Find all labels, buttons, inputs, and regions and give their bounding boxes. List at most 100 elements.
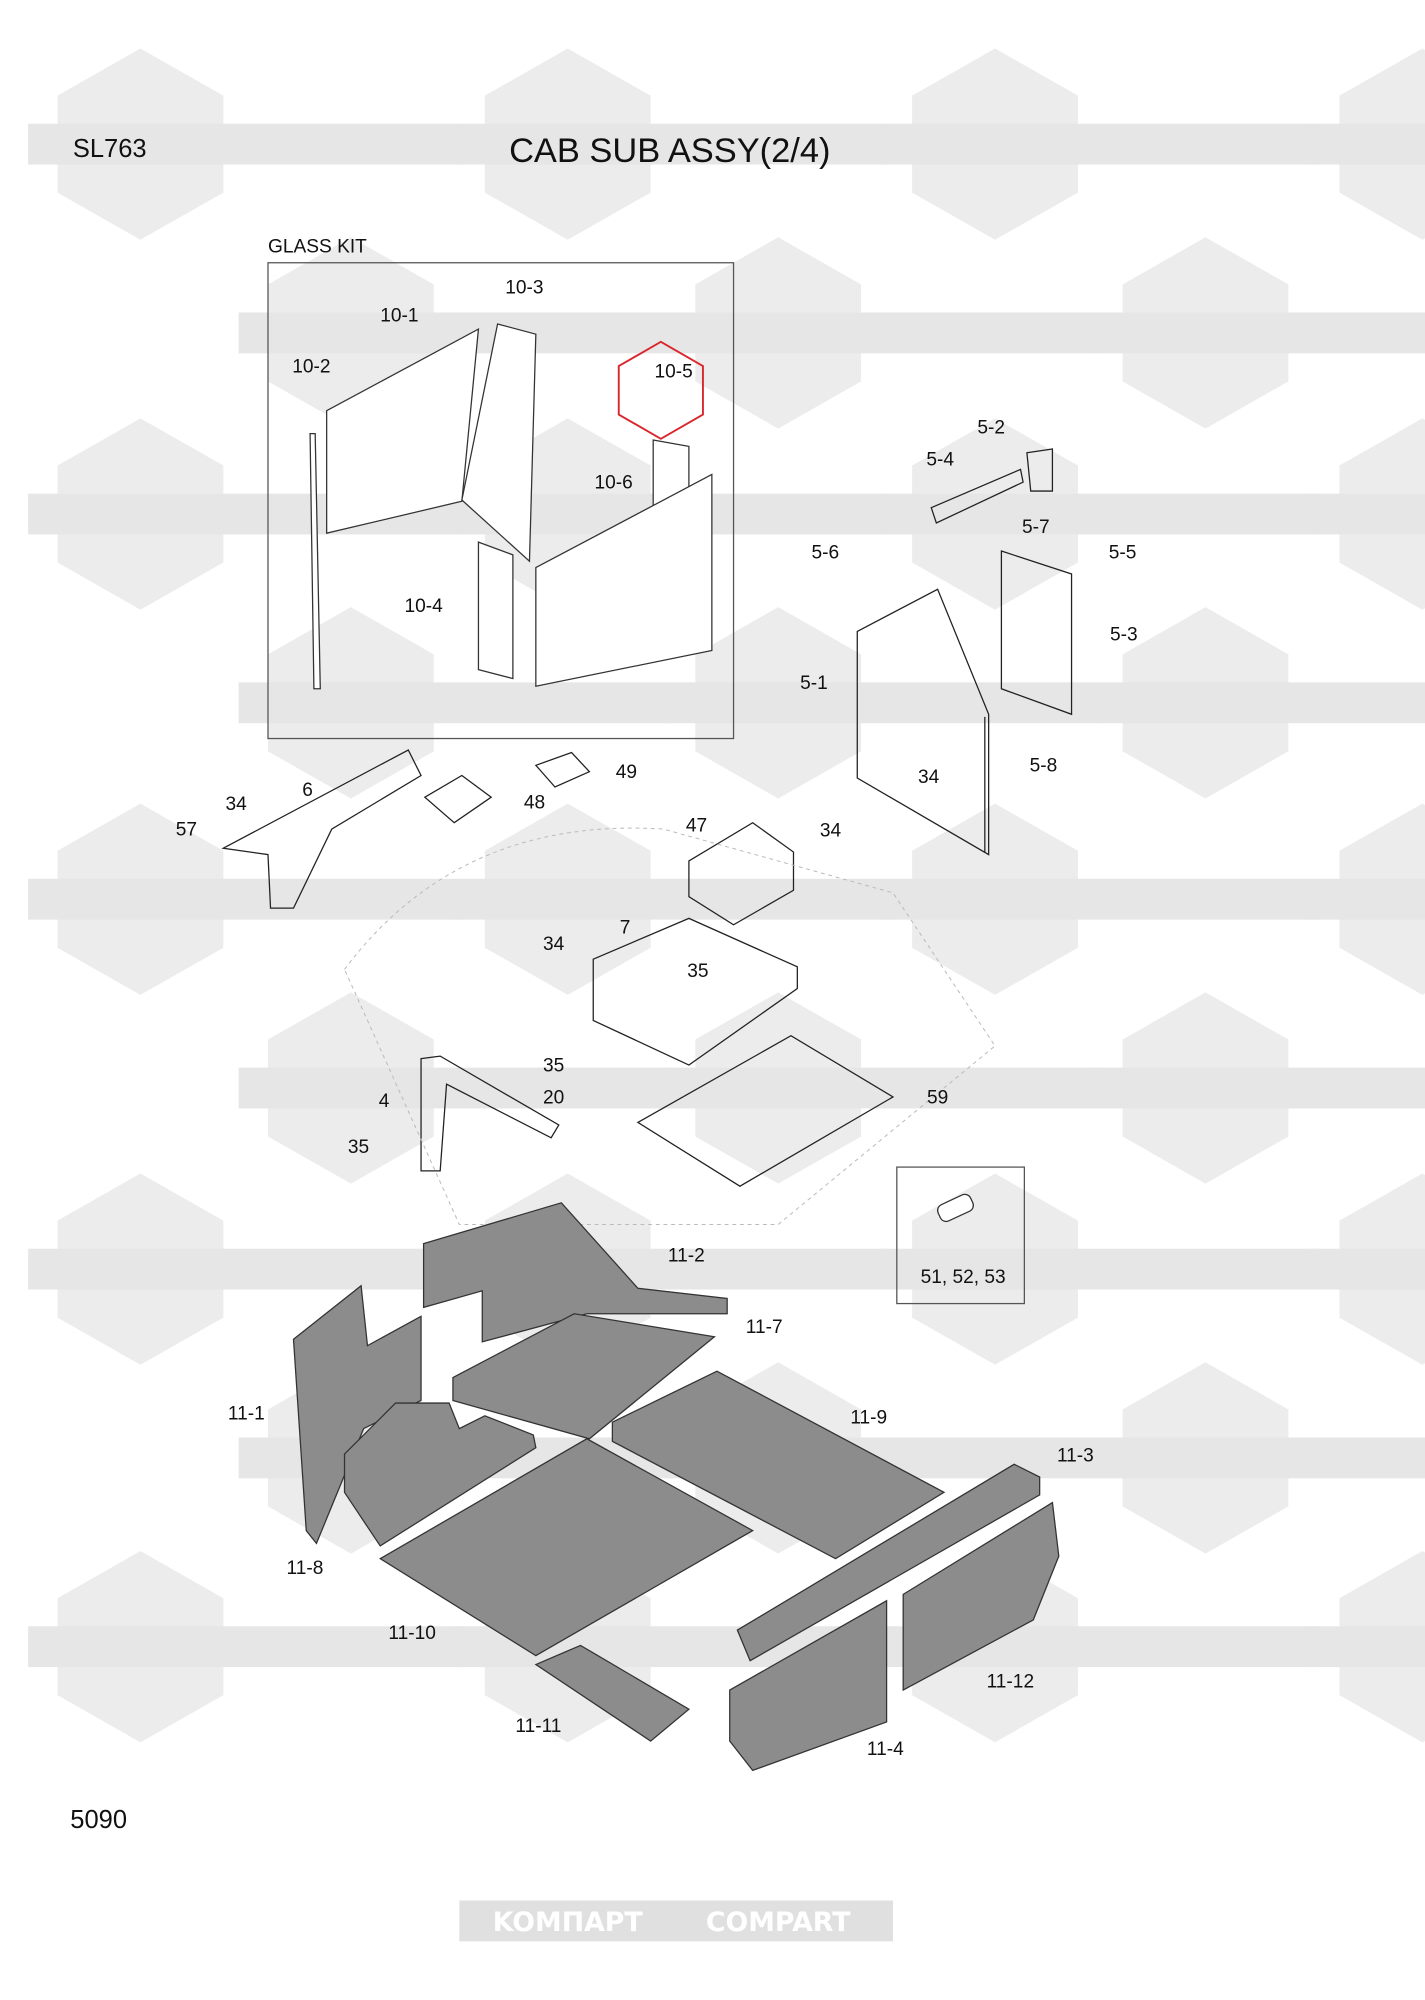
foam-11-7 [452, 1313, 716, 1440]
callout-label: 34 [543, 934, 565, 955]
callout-label: 5-4 [926, 450, 954, 471]
part-5-4 [930, 468, 1024, 524]
callout-label: 57 [176, 819, 197, 840]
glass-10-1 [326, 327, 480, 534]
callout-label: 51, 52, 53 [921, 1267, 1006, 1288]
part-4 [420, 1055, 560, 1172]
foam-11-9 [611, 1370, 946, 1560]
callout-label: 5-2 [977, 418, 1005, 439]
part-5-2 [1026, 448, 1054, 492]
callout-label: 10-2 [292, 356, 330, 377]
callout-label: 35 [348, 1137, 369, 1158]
callout-label: 11-3 [1057, 1446, 1094, 1467]
foam-11-2 [422, 1202, 728, 1343]
watermark-band [1310, 493, 1425, 535]
callout-labels: 10-1 10-3 10-2 10-5 10-6 10-4 5-2 5-4 5-7 5-6 5-5 5… [176, 277, 1138, 1760]
foam-11-11 [534, 1644, 691, 1742]
watermark-band [1093, 682, 1425, 724]
watermark-band [882, 493, 1317, 535]
watermark-text: COMPART [706, 1907, 851, 1938]
watermark-band [882, 123, 1317, 165]
watermark-band [882, 1248, 1317, 1290]
callout-label: 11-9 [850, 1407, 887, 1428]
callout-label: 11-2 [668, 1245, 705, 1266]
callout-label: 20 [543, 1087, 564, 1108]
watermark-band [665, 682, 1100, 724]
callout-label: 10-1 [380, 305, 418, 326]
watermark-band [1310, 1626, 1425, 1668]
part-47 [688, 821, 795, 926]
part-49 [534, 751, 591, 788]
part-51-52-53 [936, 1193, 974, 1223]
part-5-1 [856, 588, 990, 856]
callout-label: 11-12 [987, 1671, 1035, 1692]
glass-10-3 [461, 323, 537, 563]
callout-label: 35 [543, 1055, 564, 1076]
callout-label: 4 [379, 1091, 390, 1112]
part-box-51-52-53 [896, 1166, 1025, 1305]
glass-10-4 [477, 541, 514, 680]
part-6 [221, 749, 422, 909]
callout-label: 5-3 [1110, 624, 1138, 645]
foam-11-3 [736, 1463, 1041, 1662]
watermark-band [1093, 1067, 1425, 1109]
watermark-text: KOMПАРТ [493, 1907, 644, 1938]
foam-11-12 [902, 1501, 1060, 1692]
callout-label: 5-7 [1022, 517, 1050, 538]
glass-10-2 [309, 433, 321, 690]
callout-label: 11-4 [867, 1739, 904, 1760]
highlight-10-5 [617, 340, 704, 440]
cab-outline [343, 827, 996, 1225]
callout-label: 6 [302, 780, 313, 801]
foam-11-4 [729, 1599, 888, 1772]
callout-label: 11-11 [515, 1716, 561, 1737]
callout-label: 47 [686, 816, 707, 837]
watermark-band [28, 1248, 462, 1290]
callout-label: 11-10 [388, 1623, 436, 1644]
watermark-band [238, 682, 673, 724]
callout-label: 10-4 [404, 596, 443, 617]
callout-label: 5-1 [800, 673, 828, 694]
watermark-band [1093, 1437, 1425, 1479]
part-5-3 [1000, 550, 1073, 716]
callout-label: 10-6 [595, 473, 633, 494]
callout-label: 10-3 [505, 277, 543, 298]
callout-label: 34 [918, 767, 940, 788]
watermark-band [665, 312, 1100, 354]
callout-label: 7 [620, 918, 631, 939]
part-48 [423, 774, 493, 824]
callout-label: 49 [616, 762, 637, 783]
model-code: SL763 [73, 135, 147, 163]
callout-label: 5-6 [812, 543, 840, 564]
foam-11-8 [343, 1402, 537, 1547]
watermark-band [1310, 123, 1425, 165]
callout-label: 34 [820, 821, 842, 842]
foam-11-10 [378, 1438, 754, 1657]
part-7 [592, 917, 798, 1066]
watermark-band [455, 878, 890, 920]
callout-label: 5-5 [1109, 543, 1137, 564]
page-title: CAB SUB ASSY(2/4) [509, 132, 830, 170]
watermark-band [1310, 878, 1425, 920]
callout-label: 11-7 [746, 1317, 783, 1338]
callout-label: 11-1 [228, 1404, 265, 1425]
watermark-band [1093, 312, 1425, 354]
glass-10-6 [535, 473, 713, 688]
glass-kit-box [267, 262, 735, 740]
glass-kit-title: GLASS KIT [268, 237, 367, 258]
watermark-band [455, 123, 890, 165]
part-59 [636, 1034, 895, 1187]
watermark-band [665, 1067, 1100, 1109]
watermark-band [28, 1626, 462, 1668]
watermark-band [28, 123, 462, 165]
callout-label: 34 [225, 794, 247, 815]
foam-11-1 [292, 1284, 422, 1545]
watermark-band [1310, 1248, 1425, 1290]
callout-label: 35 [687, 961, 708, 982]
callout-label: 48 [524, 793, 545, 814]
callout-label: 11-8 [287, 1558, 324, 1579]
page-number: 5090 [70, 1806, 127, 1834]
callout-label: 10-5 [654, 362, 692, 383]
watermark-band [28, 878, 462, 920]
